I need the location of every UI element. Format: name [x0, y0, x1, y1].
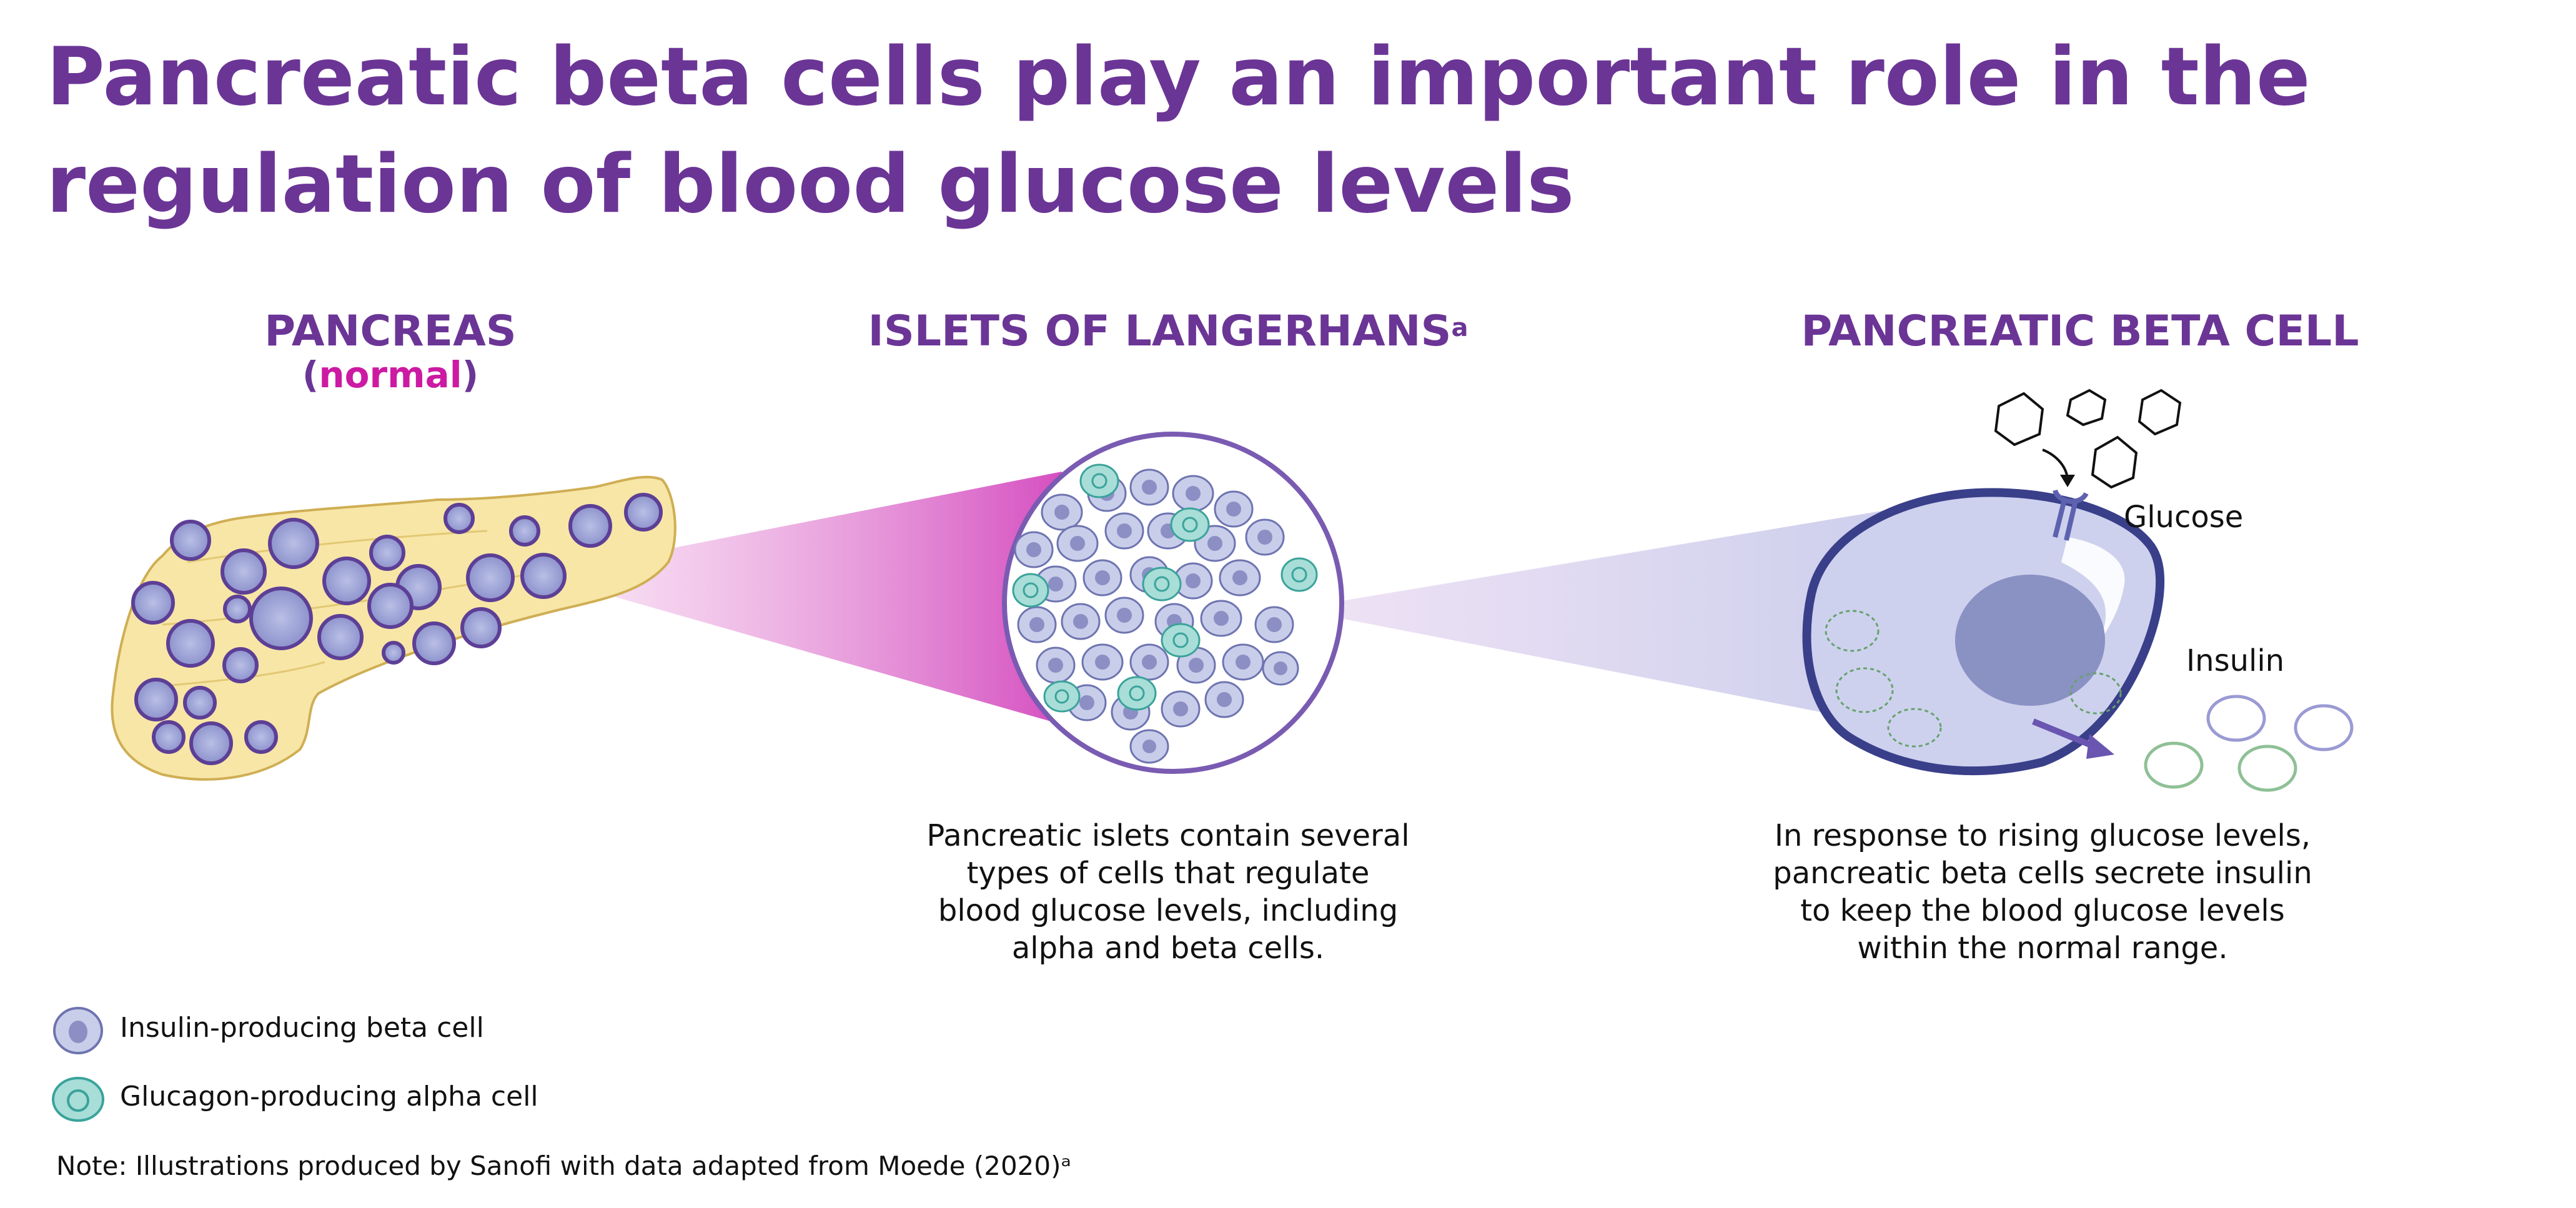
beta-caption-line: within the normal range. [1857, 931, 2228, 966]
beta-caption-line: to keep the blood glucose levels [1800, 893, 2285, 928]
legend-beta-label: Insulin-producing beta cell [120, 1012, 484, 1044]
pancreas-illustration [111, 475, 676, 781]
beta-cell-icon [53, 1007, 103, 1054]
legend-alpha-label: Glucagon-producing alpha cell [120, 1081, 538, 1112]
islets-caption-line: blood glucose levels, including [938, 893, 1399, 928]
beta-caption-line: pancreatic beta cells secrete insulin [1773, 856, 2312, 891]
islets-caption: Pancreatic islets contain several types … [862, 817, 1474, 967]
islets-caption-line: alpha and beta cells. [1011, 931, 1325, 966]
islets-heading-text: ISLETS OF LANGERHANS [868, 307, 1452, 356]
pancreas-subheading: (normal) [250, 354, 531, 396]
islets-heading: ISLETS OF LANGERHANSa [843, 305, 1493, 359]
beta-cell-illustration [1802, 389, 2354, 792]
glucose-label: Glucose [2124, 500, 2244, 535]
pancreas-heading: PANCREAS [264, 307, 517, 356]
sub-close: ) [462, 354, 479, 396]
sub-open: ( [302, 354, 319, 396]
title-line-2: regulation of blood glucose levels [46, 138, 1575, 231]
title-line-1: Pancreatic beta cells play an important … [46, 31, 2311, 124]
islets-caption-line: Pancreatic islets contain several [926, 818, 1410, 853]
zoom-beam-2 [1293, 500, 1949, 737]
islet-illustration [1002, 432, 1344, 774]
insulin-label: Insulin [2186, 643, 2285, 678]
beta-cell-heading: PANCREATIC BETA CELL [1801, 307, 2359, 356]
islets-superscript: a [1451, 314, 1469, 342]
normal-highlight: normal [319, 354, 462, 396]
beta-cell-caption: In response to rising glucose levels, pa… [1699, 817, 2386, 967]
page-title: Pancreatic beta cells play an important … [46, 24, 2482, 239]
footnote: Note: Illustrations produced by Sanofi w… [56, 1151, 1071, 1181]
alpha-cell-icon [52, 1077, 104, 1122]
islets-caption-line: types of cells that regulate [966, 856, 1370, 891]
zoom-beam-1 [537, 472, 1062, 725]
beta-caption-line: In response to rising glucose levels, [1774, 818, 2311, 853]
